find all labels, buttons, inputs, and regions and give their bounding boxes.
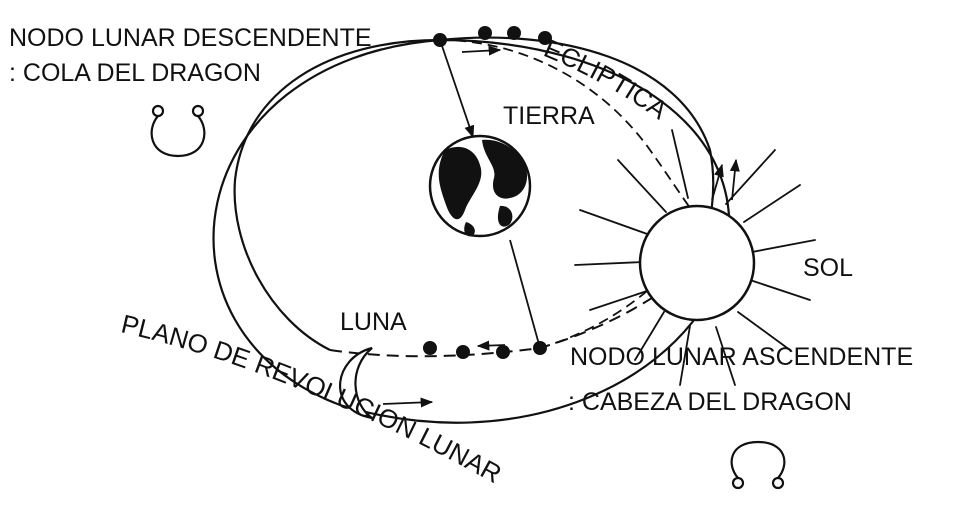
earth-label: TIERRA	[503, 102, 595, 130]
sun-label: SOL	[803, 254, 853, 282]
moon-label: LUNA	[340, 308, 407, 336]
lunar-orbit-plane	[212, 38, 731, 424]
ascending-node-dot	[533, 341, 547, 355]
descending-node-dot	[433, 33, 447, 47]
crescent-moon	[339, 346, 373, 420]
ascending-node-subtitle: : CABEZA DEL DRAGON	[568, 388, 852, 416]
lunar-plane-label-path: PLANO DE REVOLUCION LUNAR	[119, 309, 507, 490]
moon-position-dots	[423, 26, 552, 359]
earth-globe	[428, 134, 532, 238]
descending-node-title: NODO LUNAR DESCENDENTE	[9, 24, 372, 52]
node-sight-lines	[439, 39, 701, 349]
ascending-node-title: NODO LUNAR ASCENDENTE	[570, 343, 913, 371]
dragon-head-symbol	[730, 440, 786, 490]
sun	[574, 129, 816, 386]
line-of-nodes	[439, 39, 541, 349]
lunar-plane-label: PLANO DE REVOLUCION LUNAR	[119, 309, 507, 490]
sun-rays	[574, 129, 816, 386]
descending-node-subtitle: : COLA DEL DRAGON	[9, 59, 261, 87]
dragon-tail-symbol	[150, 104, 206, 158]
motion-arrows	[382, 45, 740, 408]
